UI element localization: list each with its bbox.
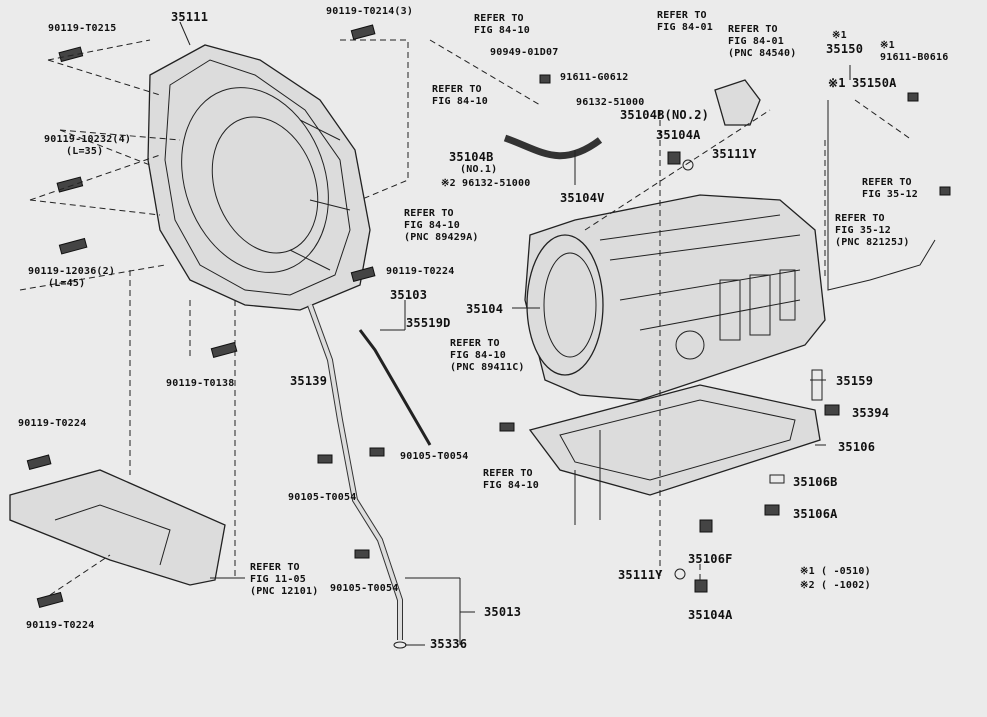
part-number-90949-01D07: 90949-01D07 (490, 47, 559, 58)
bolt-label-90119-T0214: 90119-T0214(3) (326, 6, 414, 17)
part-number-35106F: 35106F (688, 552, 733, 566)
part-number-90105-T0054-c: 90105-T0054 (330, 583, 399, 594)
part-number-96132-51000: 96132-51000 (576, 97, 645, 108)
part-number-35104B: 35104B (449, 150, 494, 164)
bolt-length-35: (L=35) (66, 146, 104, 157)
part-number-35104: 35104 (466, 302, 504, 316)
bolt-label-90119-T0224-left: 90119-T0224 (18, 418, 87, 429)
part-number-35139: 35139 (290, 374, 328, 388)
note-1-mark-c: ※1 (828, 76, 846, 90)
part-number-35159: 35159 (836, 374, 874, 388)
part-number-35104B-no2: 35104B(NO.2) (620, 108, 710, 122)
sensor-bracket-drawing (714, 79, 761, 126)
dashed-guide-lines (19, 39, 913, 596)
bolt-label-90119-10232: 90119-10232(4) (44, 134, 132, 145)
part-number-35104A-bottom: 35104A (688, 608, 733, 622)
part-number-35519D: 35519D (406, 316, 451, 330)
bolt-label-90119-T0224-bottom: 90119-T0224 (26, 620, 95, 631)
part-number-35111Y-bottom: 35111Y (618, 568, 663, 582)
part-number-35104B-no1: (NO.1) (460, 164, 498, 175)
bell-housing-drawing (147, 44, 371, 311)
hose-drawing (503, 134, 603, 160)
legend-note-2: ※2 ( -1002) (800, 580, 871, 591)
wiring-harness-drawing (827, 100, 936, 291)
part-number-91611-G0612: 91611-G0612 (560, 72, 629, 83)
dipstick-drawing (358, 329, 432, 446)
part-number-35106B: 35106B (793, 475, 838, 489)
part-number-35336: 35336 (430, 637, 468, 651)
part-number-note2-96132-51000: ※2 96132-51000 (441, 178, 531, 189)
oil-pan-drawing (528, 384, 821, 525)
bolt-label-90119-T0215: 90119-T0215 (48, 23, 117, 34)
part-number-91611-B0616: 91611-B0616 (880, 52, 949, 63)
part-number-35394: 35394 (852, 406, 890, 420)
part-number-35111: 35111 (171, 10, 209, 24)
part-number-90105-T0054-a: 90105-T0054 (400, 451, 469, 462)
part-number-35111Y-top: 35111Y (712, 147, 757, 161)
bolt-label-90119-T0224-top: 90119-T0224 (386, 266, 455, 277)
bolt-label-90119-12036: 90119-12036(2) (28, 266, 116, 277)
part-number-35013: 35013 (484, 605, 522, 619)
legend-note-1: ※1 ( -0510) (800, 566, 871, 577)
part-number-35150A: 35150A (852, 76, 897, 90)
part-number-35104A-top: 35104A (656, 128, 701, 142)
part-number-35106A: 35106A (793, 507, 838, 521)
lower-cover-plate-drawing (9, 469, 226, 586)
transmission-case-drawing (524, 194, 826, 401)
note-1-mark-b: ※1 (880, 40, 895, 51)
note-1-mark-a: ※1 (832, 30, 847, 41)
bolt-length-45: (L=45) (48, 278, 86, 289)
bolt-label-90119-T0138: 90119-T0138 (166, 378, 235, 389)
part-number-35104V: 35104V (560, 191, 605, 205)
leader-lines (179, 21, 851, 646)
bolts-drawing (26, 24, 951, 609)
part-number-35103: 35103 (390, 288, 428, 302)
part-number-35106: 35106 (838, 440, 876, 454)
part-number-35150: 35150 (826, 42, 864, 56)
part-number-90105-T0054-b: 90105-T0054 (288, 492, 357, 503)
